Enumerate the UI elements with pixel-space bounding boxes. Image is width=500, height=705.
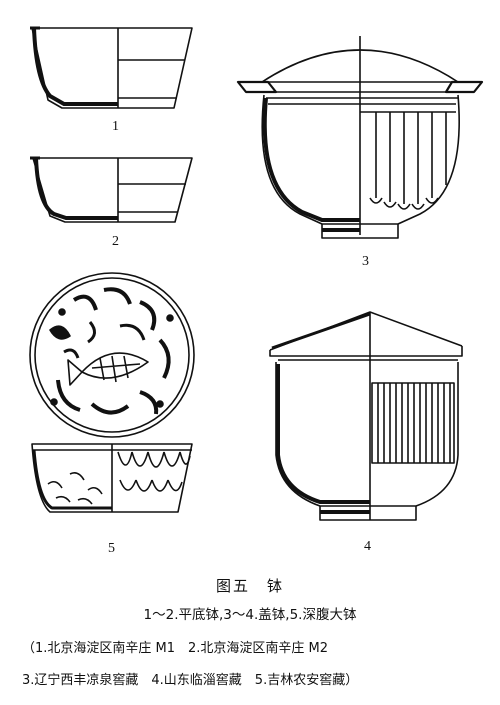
bowl-5-top-view <box>29 272 195 438</box>
figure-caption-subtitle: 1～2.平底钵,3～4.盖钵,5.深腹大钵 <box>143 607 357 623</box>
figure-caption-title: 图五 钵 <box>215 577 284 595</box>
figure-number-2: 2 <box>112 234 119 249</box>
bowl-2-drawing <box>30 156 193 223</box>
lidded-bowl-4-drawing <box>269 311 463 521</box>
bowl-5-side-view <box>31 443 193 513</box>
figure-number-5: 5 <box>108 541 115 556</box>
figure-caption-source-line-1: （1.北京海淀区南辛庄 M1 2.北京海淀区南辛庄 M2 <box>22 641 329 656</box>
figure-number-1: 1 <box>112 119 119 134</box>
bowl-figure: 1 2 <box>29 26 484 556</box>
lidded-bowl-3-drawing <box>236 36 484 239</box>
figure-number-4: 4 <box>364 539 371 554</box>
figure-number-3: 3 <box>362 254 369 269</box>
figure-caption-source-line-2: 3.辽宁西丰凉泉窖藏 4.山东临淄窖藏 5.吉林农安窖藏） <box>22 673 359 688</box>
bowl-1-drawing <box>30 26 193 109</box>
